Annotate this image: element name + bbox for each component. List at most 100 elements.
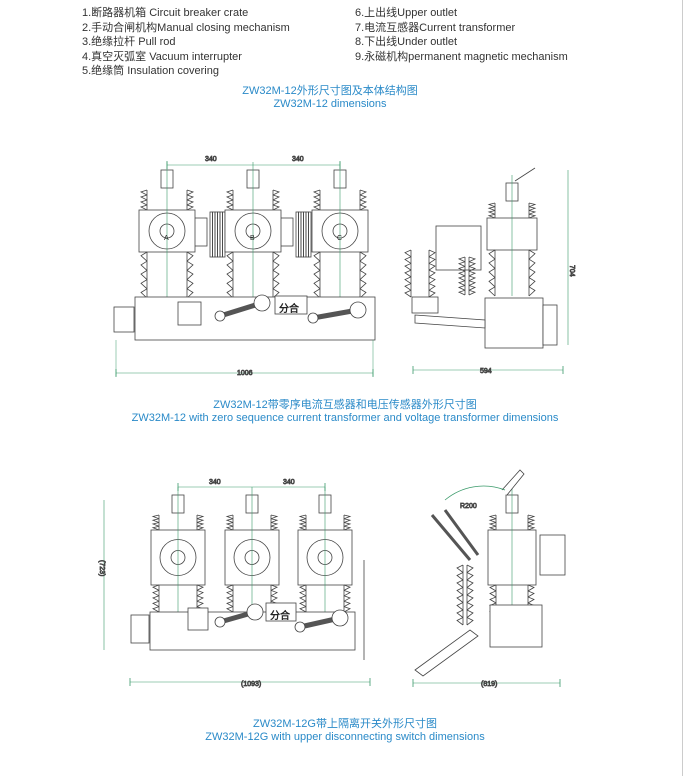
insulator-shed: [456, 564, 474, 573]
insulator-shed: [225, 189, 281, 196]
insulator-shed: [456, 617, 474, 626]
insulator-shed: [487, 213, 537, 219]
open-close-panel: [274, 295, 308, 315]
insulator-shed: [457, 275, 477, 282]
dim-spacing-2: 340: [292, 156, 304, 163]
handle-ring: [349, 301, 367, 319]
insulator-shed: [151, 522, 205, 527]
legend-item: 6.上出线Upper outlet: [355, 7, 458, 19]
insulator-shed: [489, 584, 535, 592]
insulator-shed: [152, 584, 204, 591]
insulator-shed: [226, 590, 278, 597]
insulator-shed: [489, 596, 535, 604]
insulator-shed: [404, 249, 436, 258]
handle-pivot: [294, 621, 306, 633]
insulator-shed: [457, 280, 477, 286]
handle-pivot: [214, 616, 226, 628]
insulator-shed: [487, 202, 537, 208]
side-box: [113, 306, 135, 333]
caption-en: ZW32M-12 with zero sequence current tran…: [131, 412, 559, 424]
phase-b-label: B: [250, 235, 255, 242]
legend-right: 6.上出线Upper outlet 7.电流互感器Current transfo…: [355, 6, 568, 64]
dim-side-width: 594: [480, 368, 492, 375]
bracket: [414, 314, 486, 329]
legend-item: 3.绝缘拉杆 Pull rod: [82, 36, 176, 48]
insulator-shed: [457, 256, 477, 263]
insulator-shed: [312, 189, 368, 196]
caption-cn: ZW32M-12G带上隔离开关外形尺寸图: [253, 718, 437, 730]
dim-height: (723): [98, 560, 105, 576]
insulator-shed: [226, 251, 280, 262]
insulator-shed: [152, 590, 204, 597]
drawing-front-view-1: [113, 161, 376, 377]
insulator-shed: [488, 277, 536, 288]
handle-ring: [331, 609, 349, 627]
caption-en: ZW32M-12 dimensions: [273, 98, 387, 110]
insulator-shed: [298, 522, 352, 527]
insulator-shed: [151, 514, 205, 520]
magnet-mechanism: [489, 604, 543, 648]
insulator-shed: [225, 199, 281, 206]
insulator-shed: [457, 270, 477, 277]
insulator-shed: [151, 518, 205, 523]
disconnect-blade-top: [501, 469, 525, 496]
insulator-shed: [225, 518, 279, 523]
insulator-shed: [299, 600, 351, 607]
caption-en: ZW32M-12G with upper disconnecting switc…: [205, 731, 485, 743]
caption-ct-vt: ZW32M-12带零序电流互感器和电压传感器外形尺寸图 ZW32M-12 wit…: [15, 399, 675, 425]
insulator-shed: [456, 594, 474, 603]
dim-side-width: (819): [481, 681, 497, 688]
drawing-side-view-2: [412, 469, 566, 687]
insulator-shed: [312, 199, 368, 206]
insulator-shed: [139, 189, 195, 196]
dim-width: (1093): [241, 681, 261, 688]
insulator-shed: [456, 609, 474, 618]
dim-radius: R200: [460, 503, 477, 510]
drawing-front-view-2: [103, 483, 371, 686]
insulator-shed: [457, 285, 477, 291]
legend-item: 9.永磁机构permanent magnetic mechanism: [355, 50, 568, 63]
insulator-shed: [312, 194, 368, 201]
insulator-shed: [298, 525, 352, 531]
insulator-shed: [457, 261, 477, 267]
handle-pivot: [214, 310, 226, 322]
insulator-shed: [404, 283, 436, 291]
insulator-shed: [225, 514, 279, 520]
insulator-shed: [313, 251, 367, 262]
side-box: [130, 614, 150, 644]
side-box: [542, 304, 558, 346]
dim-width: 1006: [237, 370, 253, 377]
insulator-shed: [404, 256, 436, 264]
insulator-shed: [140, 279, 194, 290]
phase-c-label: C: [337, 235, 342, 242]
insulator-shed: [404, 263, 436, 271]
insulator-shed: [313, 288, 367, 299]
insulator-shed: [488, 286, 536, 297]
insulator-shed: [139, 194, 195, 201]
insulator-shed: [488, 258, 536, 269]
insulator-shed: [456, 587, 474, 596]
legend-item: 4.真空灭弧室 Vacuum interrupter: [82, 50, 242, 63]
insulator-shed: [299, 595, 351, 602]
insulator-shed: [488, 268, 536, 278]
insulator-shed: [151, 525, 205, 531]
insulator-shed: [489, 590, 535, 598]
insulator-shed: [404, 289, 436, 298]
insulator-shed: [139, 204, 195, 211]
insulator-shed: [140, 260, 194, 271]
handle-pivot: [307, 312, 319, 324]
insulator-shed: [313, 270, 367, 280]
insulator-shed: [488, 518, 536, 523]
nameplate: [177, 301, 202, 326]
dim-spacing-1: 340: [209, 479, 221, 486]
insulator-shed: [226, 595, 278, 602]
insulator-shed: [488, 525, 536, 531]
insulator-shed: [226, 270, 280, 280]
insulator-shed: [225, 525, 279, 531]
legend-item: 2.手动合闸机构Manual closing mechanism: [82, 21, 290, 34]
caption-disconnect: ZW32M-12G带上隔离开关外形尺寸图 ZW32M-12G with uppe…: [15, 718, 675, 744]
insulator-shed: [487, 206, 537, 211]
disconnect-blade: [430, 509, 480, 561]
